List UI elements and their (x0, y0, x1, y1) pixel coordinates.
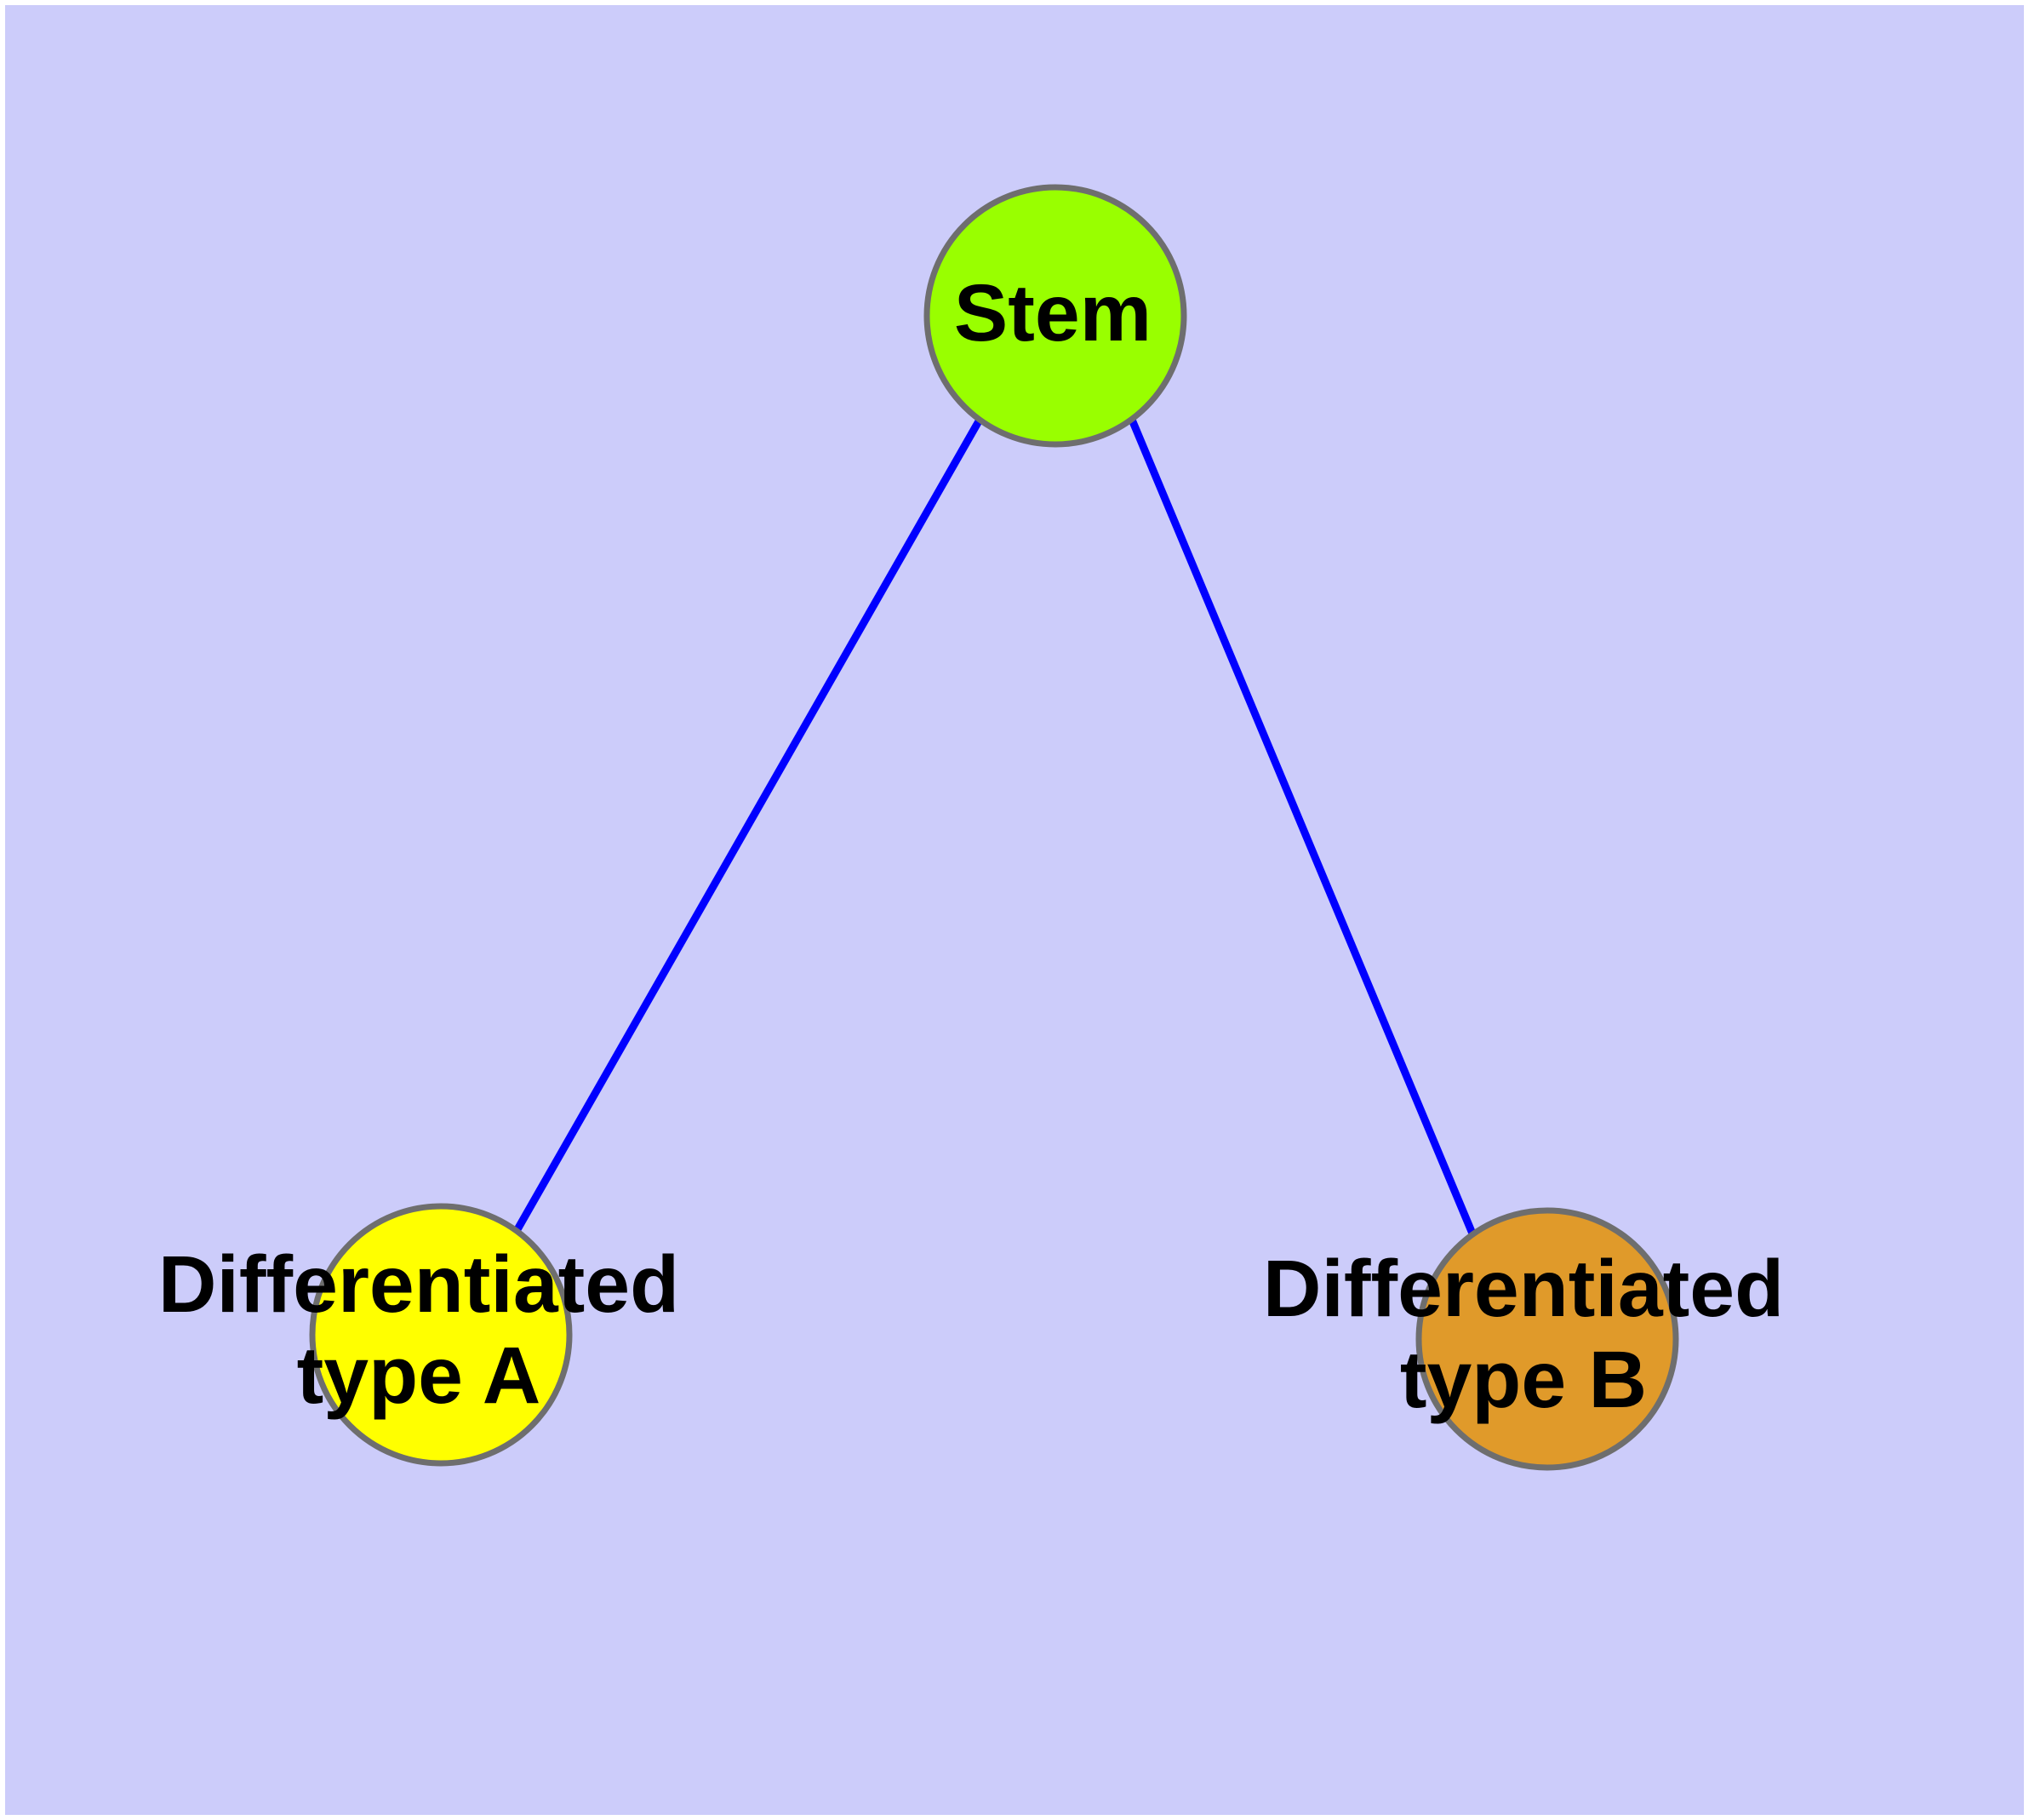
node-diff-b-circle[interactable] (1415, 1207, 1679, 1471)
node-diff-a-label-line1: Differentiated (158, 1239, 679, 1330)
node-stem-circle[interactable] (923, 184, 1187, 448)
node-diff-b-label-line2: type B (1400, 1335, 1647, 1425)
node-diff-b[interactable]: Differentiated type B (1263, 1207, 1784, 1471)
node-stem[interactable]: Stem (923, 184, 1187, 448)
node-diff-b-label-line1: Differentiated (1263, 1244, 1784, 1334)
edge-stem-to-diff-b[interactable] (1128, 418, 1477, 1235)
edge-stem-to-diff-a[interactable] (513, 417, 983, 1233)
node-stem-label: Stem (954, 268, 1152, 358)
node-diff-a-label-line2: type A (297, 1331, 541, 1421)
node-diff-a[interactable]: Differentiated type A (158, 1203, 679, 1467)
node-diff-a-circle[interactable] (309, 1203, 573, 1467)
